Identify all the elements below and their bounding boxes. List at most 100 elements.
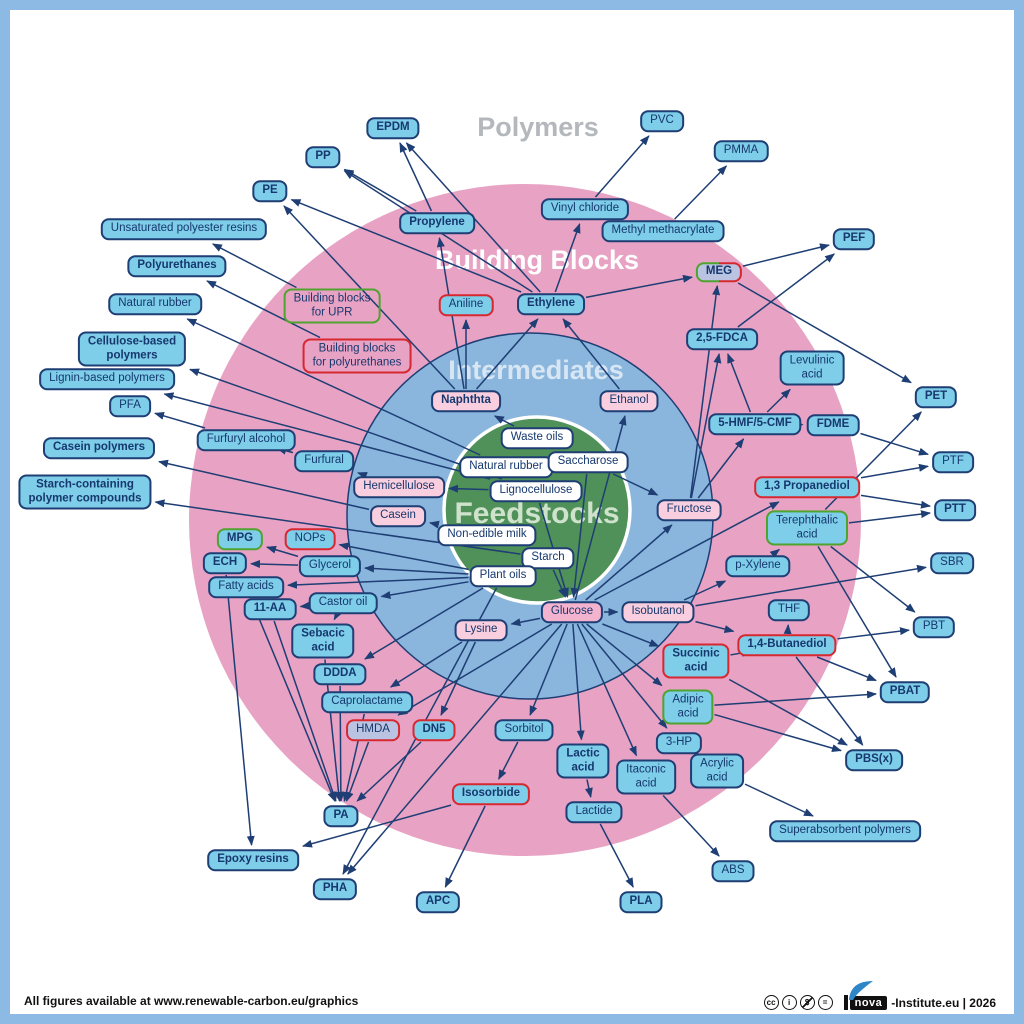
node-label: PTF	[942, 455, 964, 468]
edge-non-edible-milk-to-casein	[429, 520, 440, 529]
node-furfural: Furfural	[294, 450, 354, 472]
node-label: Building blocks for UPR	[293, 292, 371, 318]
node-label: Naphthta	[441, 394, 491, 407]
node-label: PLA	[629, 895, 653, 908]
edge-glycerol-to-mpg	[266, 545, 299, 558]
node-lactide: Lactide	[565, 801, 623, 823]
edge-pxylene-to-tpa	[769, 548, 781, 559]
node-label: Furfuryl alcohol	[206, 433, 286, 446]
edge-lactide-to-pla	[599, 823, 634, 888]
node-label: Propylene	[409, 216, 465, 229]
node-label: Unsaturated polyester resins	[110, 222, 258, 235]
edge-propylene-to-epdm	[399, 142, 433, 212]
node-label: Casein polymers	[52, 441, 146, 454]
node-pdo: 1,3 Propanediol	[754, 476, 860, 498]
node-naphthta: Naphthta	[431, 390, 501, 412]
node-hp3: 3-HP	[655, 732, 703, 754]
node-dn5: DN5	[412, 719, 456, 741]
node-label: Epoxy resins	[217, 853, 289, 866]
node-label: PBT	[922, 620, 946, 633]
edge-plant-oils-to-fatty-acids	[287, 576, 469, 589]
edge-pdo-to-ptf	[860, 463, 929, 479]
node-pla: PLA	[619, 891, 663, 913]
nova-sail-icon	[848, 981, 873, 1000]
node-label: Plant oils	[479, 569, 527, 582]
node-fdme: FDME	[806, 414, 860, 436]
edge-ethanol-to-ethylene	[562, 318, 620, 390]
node-label: 1,4-Butanediol	[747, 638, 827, 651]
edge-fdca-to-pef	[737, 253, 835, 328]
node-label: Cellulose-based polymers	[87, 335, 177, 361]
node-label: MEG	[697, 264, 741, 280]
node-label: Lignin-based polymers	[49, 372, 165, 385]
edge-plant-oils-to-glycerol	[364, 564, 469, 575]
node-label: 1,3 Propanediol	[764, 480, 850, 493]
edge-plant-oils-to-nops	[338, 542, 469, 571]
edge-glucose-to-adipic	[586, 623, 663, 687]
node-nops: NOPs	[284, 528, 336, 550]
node-castor-oil: Castor oil	[308, 592, 378, 614]
node-aniline: Aniline	[438, 294, 494, 316]
node-furfuryl: Furfuryl alcohol	[196, 429, 296, 451]
node-hmf: 5-HMF/5-CMF	[708, 413, 802, 435]
edge-fructose-to-meg	[689, 285, 721, 499]
edge-casein-to-casein-polymers	[158, 459, 370, 511]
node-label: PMMA	[723, 144, 759, 157]
node-pbt: PBT	[912, 616, 956, 638]
node-label: DDDA	[323, 667, 357, 680]
node-methyl-methacrylate: Methyl methacrylate	[601, 220, 725, 242]
node-label: PE	[262, 184, 278, 197]
edge-fatty-acids-to-pa	[250, 598, 336, 802]
node-mpg: MPG	[216, 528, 264, 550]
node-lignin-polymers: Lignin-based polymers	[39, 368, 175, 390]
edge-tpa-to-pbat	[817, 546, 897, 678]
edge-pdo-to-ptt	[860, 494, 931, 509]
edge-bdo-to-pbsx	[795, 656, 864, 746]
node-label: Sorbitol	[504, 723, 544, 736]
node-abs: ABS	[711, 860, 755, 882]
node-tpa: Terephthalic acid	[765, 510, 849, 546]
edge-isobutanol-to-pxylene	[683, 580, 727, 601]
node-label: Glycerol	[308, 559, 352, 572]
edge-castor-oil-to-sebacic	[333, 609, 343, 621]
node-lysine: Lysine	[454, 619, 508, 641]
node-aa11: 11-AA	[243, 598, 297, 620]
node-label: Non-edible milk	[447, 528, 527, 541]
node-pet: PET	[914, 386, 958, 408]
edge-ech-to-epoxy	[225, 574, 255, 846]
edge-plant-oils-to-ddda	[364, 587, 484, 660]
edge-glucose-to-itaconic	[576, 623, 638, 757]
node-ptt: PTT	[934, 499, 976, 521]
edge-naphthta-to-pe	[283, 205, 456, 390]
node-label: SBR	[940, 556, 964, 569]
nova-logo-text: nova	[849, 996, 888, 1010]
node-bdo: 1,4-Butanediol	[737, 634, 837, 656]
node-label: PTT	[944, 503, 966, 516]
node-hmda: HMDA	[346, 719, 400, 741]
node-sebacic: Sebacic acid	[291, 623, 355, 659]
node-epdm: EPDM	[366, 117, 420, 139]
node-label: MPG	[226, 532, 254, 545]
node-ddda: DDDA	[313, 663, 367, 685]
footer-note: All figures available at www.renewable-c…	[24, 994, 359, 1008]
node-ptf: PTF	[932, 451, 974, 473]
node-superabsorbent: Superabsorbent polymers	[769, 820, 921, 842]
node-label: Waste oils	[510, 431, 564, 444]
node-non-edible-milk: Non-edible milk	[437, 524, 537, 546]
edge-furfuryl-to-pfa	[154, 412, 206, 429]
edge-hemicellulose-to-furfural	[357, 471, 368, 480]
node-lignocellulose: Lignocellulose	[489, 480, 583, 502]
node-upr: Unsaturated polyester resins	[100, 218, 268, 240]
edge-glucose-to-ethanol	[574, 415, 627, 601]
node-label: PP	[315, 150, 331, 163]
node-hemicellulose: Hemicellulose	[353, 476, 445, 498]
node-lactic: Lactic acid	[556, 743, 610, 779]
node-bb-pu: Building blocks for polyurethanes	[302, 338, 412, 374]
edge-starch-to-glucose	[552, 569, 567, 598]
node-label: Superabsorbent polymers	[779, 824, 911, 837]
node-isobutanol: Isobutanol	[621, 601, 695, 623]
node-label: PHA	[322, 882, 348, 895]
footer-credit-row: cc i $ = nova -Institute.eu | 2026	[763, 981, 996, 1010]
edge-adipic-to-pbat	[714, 690, 877, 706]
